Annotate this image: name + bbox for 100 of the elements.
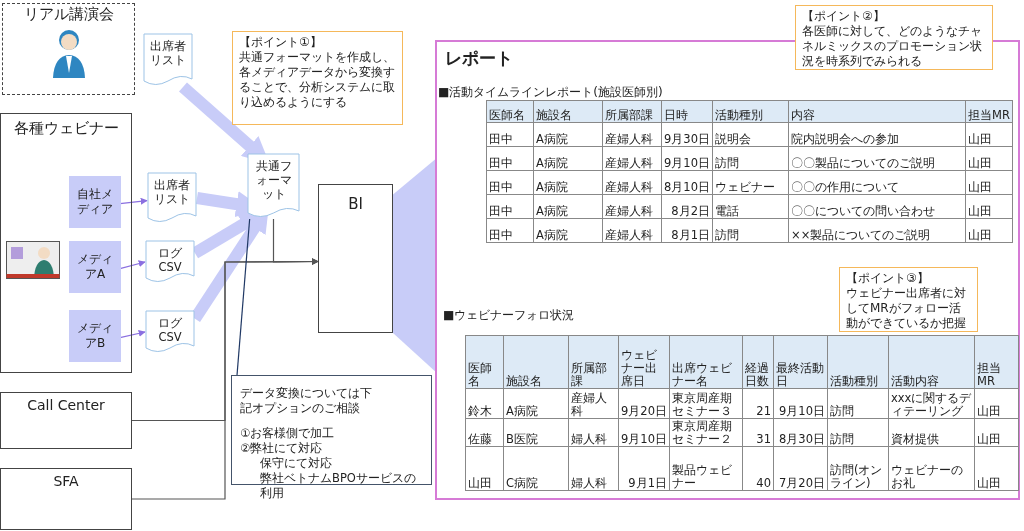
node-text: 出席者リスト bbox=[153, 178, 191, 206]
box-title: SFA bbox=[52, 472, 80, 491]
table-cell: 田中 bbox=[486, 218, 534, 243]
table-cell: 山田 bbox=[965, 194, 1013, 219]
source-box bbox=[0, 392, 132, 449]
group-title: 各種ウェビナー bbox=[12, 118, 120, 138]
table-cell: 訪問 bbox=[827, 418, 889, 447]
table-cell: 〇〇についての問い合わせ bbox=[788, 194, 966, 219]
document-shape bbox=[145, 310, 195, 354]
node-text: ログCSV bbox=[157, 246, 183, 274]
header-cell: 所属部課 bbox=[602, 100, 662, 123]
table-cell: 8月2日 bbox=[661, 194, 713, 219]
table-cell: 田中 bbox=[486, 146, 534, 171]
table-cell: 産婦人科 bbox=[568, 388, 619, 419]
table-cell: 東京周産期セミナー２ bbox=[669, 418, 743, 447]
node-text: ②弊社にて対応 bbox=[240, 441, 324, 456]
table-cell: 7月20日 bbox=[773, 446, 828, 491]
dashed-group-box bbox=[2, 3, 135, 95]
media-box bbox=[69, 241, 121, 293]
table-cell: A病院 bbox=[533, 218, 603, 243]
table-cell: 産婦人科 bbox=[602, 194, 662, 219]
node-text: 共通フォーマットを作成し、各メディアデータから変換することで、分析システムに取り込めるようにする bbox=[239, 50, 396, 110]
panel-title: レポート bbox=[445, 47, 513, 70]
table-cell: 9月20日 bbox=[618, 388, 670, 419]
arrow bbox=[131, 258, 319, 500]
node-text: 自社メディア bbox=[76, 187, 114, 217]
table-cell: ウェビナーのお礼 bbox=[888, 446, 975, 491]
box-title: BI bbox=[347, 195, 364, 214]
section-heading: ■ウェビナーフォロ状況 bbox=[443, 307, 575, 324]
zoom-wedge bbox=[393, 159, 435, 372]
node-text: 出席者リスト bbox=[149, 39, 187, 67]
table-cell: 山田 bbox=[965, 218, 1013, 243]
table-cell: 産婦人科 bbox=[602, 170, 662, 195]
table-cell: A病院 bbox=[533, 122, 603, 147]
document-shape bbox=[145, 240, 195, 284]
note-box bbox=[839, 267, 978, 332]
system-box bbox=[318, 184, 393, 333]
table-cell: 産婦人科 bbox=[602, 218, 662, 243]
table-cell: ウェビナー bbox=[712, 170, 789, 195]
header-cell: 担当MR bbox=[974, 335, 1019, 389]
header-cell: 出席ウェビナー名 bbox=[669, 335, 743, 389]
note-box bbox=[232, 31, 403, 125]
media-box bbox=[69, 176, 121, 228]
group-box bbox=[0, 113, 132, 373]
table-cell: B医院 bbox=[503, 418, 569, 447]
table-cell: 〇〇の作用について bbox=[788, 170, 966, 195]
connector-line bbox=[236, 218, 251, 376]
table-cell: A病院 bbox=[533, 170, 603, 195]
table-cell: 山田 bbox=[465, 446, 504, 491]
header-cell: 所属部課 bbox=[568, 335, 619, 389]
node-text: 共通フォーマット bbox=[254, 159, 293, 201]
table-cell: 産婦人科 bbox=[602, 146, 662, 171]
source-box bbox=[0, 468, 132, 530]
table-cell: 31 bbox=[742, 418, 774, 447]
node-text: ①お客様側で加工 bbox=[240, 426, 336, 441]
table-cell: 8月30日 bbox=[773, 418, 828, 447]
note-box bbox=[795, 5, 993, 70]
table-cell: 婦人科 bbox=[568, 446, 619, 491]
table-cell: 40 bbox=[742, 446, 774, 491]
table-cell: 21 bbox=[742, 388, 774, 419]
table-cell: 山田 bbox=[965, 122, 1013, 147]
node-text: メディアB bbox=[76, 321, 114, 351]
header-cell: 医師名 bbox=[465, 335, 504, 389]
table-cell: C病院 bbox=[503, 446, 569, 491]
box-title: Call Center bbox=[26, 396, 106, 415]
header-cell: 最終活動日 bbox=[773, 335, 828, 389]
header-cell: 内容 bbox=[788, 100, 966, 123]
table-cell: 9月30日 bbox=[661, 122, 713, 147]
header-cell: 活動内容 bbox=[888, 335, 975, 389]
table-cell: 訪問(オンライン) bbox=[827, 446, 889, 491]
node-text: データ変換については下記オプションのご相談 bbox=[240, 386, 373, 416]
table-cell: A病院 bbox=[533, 194, 603, 219]
table-cell: 9月10日 bbox=[618, 418, 670, 447]
table-cell: 〇〇製品についてのご説明 bbox=[788, 146, 966, 171]
header-cell: 活動種別 bbox=[827, 335, 889, 389]
table-cell: 東京周産期セミナー３ bbox=[669, 388, 743, 419]
group-title: リアル講演会 bbox=[22, 4, 115, 24]
table-cell: 資材提供 bbox=[888, 418, 975, 447]
table-cell: 9月1日 bbox=[618, 446, 670, 491]
table-cell: 9月10日 bbox=[773, 388, 828, 419]
table-cell: 9月10日 bbox=[661, 146, 713, 171]
table-cell: 8月1日 bbox=[661, 218, 713, 243]
node-text: ウェビナー出席者に対してMRがフォロー活動ができているか把握 bbox=[846, 286, 967, 331]
header-cell: 施設名 bbox=[503, 335, 569, 389]
header-cell: 施設名 bbox=[533, 100, 603, 123]
header-cell: 日時 bbox=[661, 100, 713, 123]
table-cell: A病院 bbox=[503, 388, 569, 419]
table-cell: 田中 bbox=[486, 122, 534, 147]
table-cell: xxxに関するディテーリング bbox=[888, 388, 975, 419]
table-cell: 説明会 bbox=[712, 122, 789, 147]
header-cell: 経過日数 bbox=[742, 335, 774, 389]
table-cell: 山田 bbox=[974, 446, 1019, 491]
header-cell: 医師名 bbox=[486, 100, 534, 123]
node-text: ログCSV bbox=[157, 316, 183, 344]
node-text: 各医師に対して、どのようなチャネルミックスのプロモーション状況を時系列でみられる bbox=[802, 24, 983, 69]
table-cell: 佐藤 bbox=[465, 418, 504, 447]
note-heading: 【ポイント①】 bbox=[239, 35, 323, 50]
table-cell: 訪問 bbox=[827, 388, 889, 419]
table-cell: 製品ウェビナー bbox=[669, 446, 743, 491]
header-cell: ウェビナー出席日 bbox=[618, 335, 670, 389]
